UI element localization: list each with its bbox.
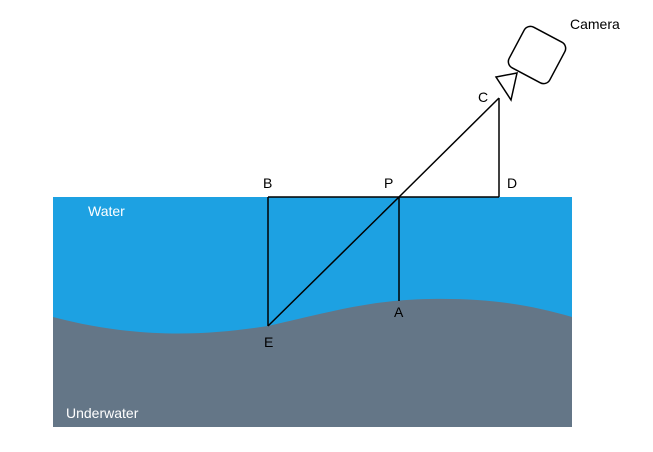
point-label-c: C — [478, 89, 488, 105]
ray-p-e — [267, 196, 400, 327]
point-label-a: A — [394, 304, 404, 320]
water-label: Water — [88, 203, 125, 219]
point-label-b: B — [263, 175, 272, 191]
underwater-region — [53, 298, 572, 427]
underwater-label: Underwater — [66, 405, 139, 421]
ray-c-p — [398, 97, 500, 198]
point-label-p: P — [384, 175, 393, 191]
point-label-d: D — [507, 175, 517, 191]
point-label-e: E — [264, 334, 273, 350]
camera-icon — [494, 25, 567, 102]
camera-label: Camera — [570, 16, 620, 32]
